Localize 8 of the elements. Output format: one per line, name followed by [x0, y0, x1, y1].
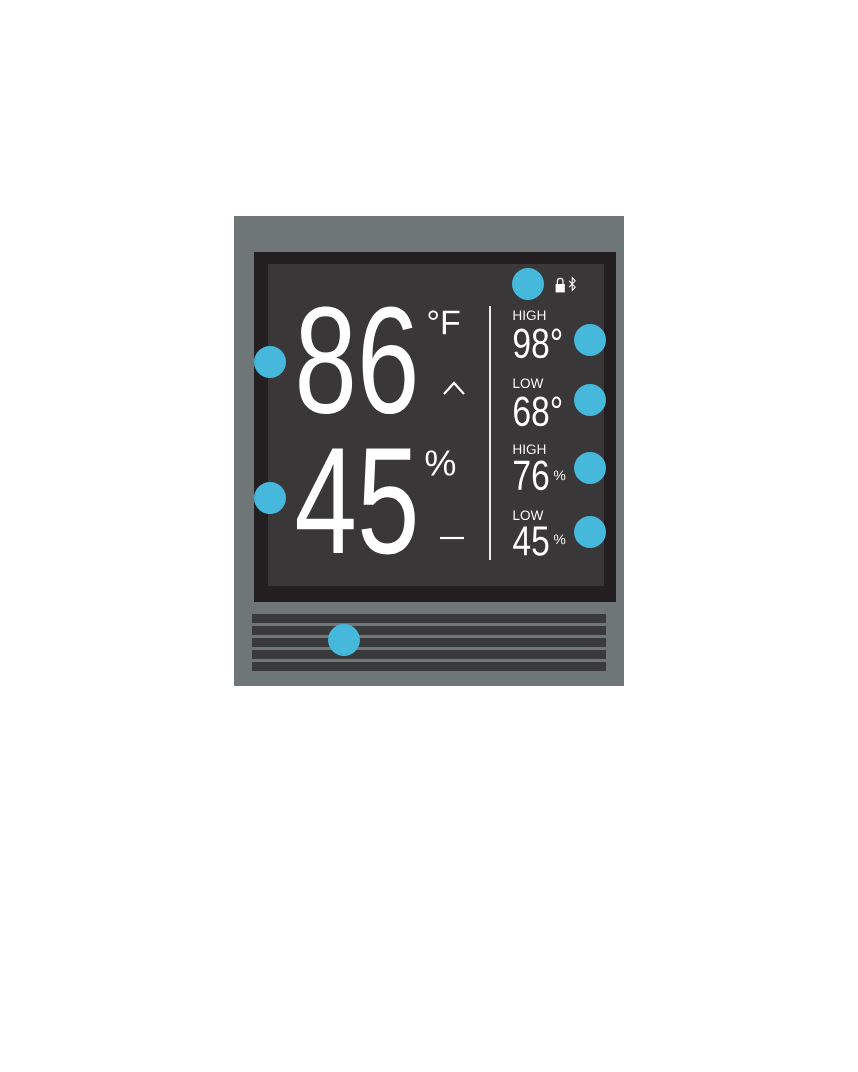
temperature-reading: 86: [299, 306, 415, 414]
high-reading: 98°: [513, 328, 562, 359]
low-reading: 68°: [514, 396, 562, 427]
unit-label: °F: [428, 310, 460, 335]
high-reading: 76: [514, 460, 549, 491]
humidity-reading: 45: [296, 448, 415, 555]
low-reading: 45: [513, 526, 549, 556]
unit-label: %: [425, 450, 456, 476]
